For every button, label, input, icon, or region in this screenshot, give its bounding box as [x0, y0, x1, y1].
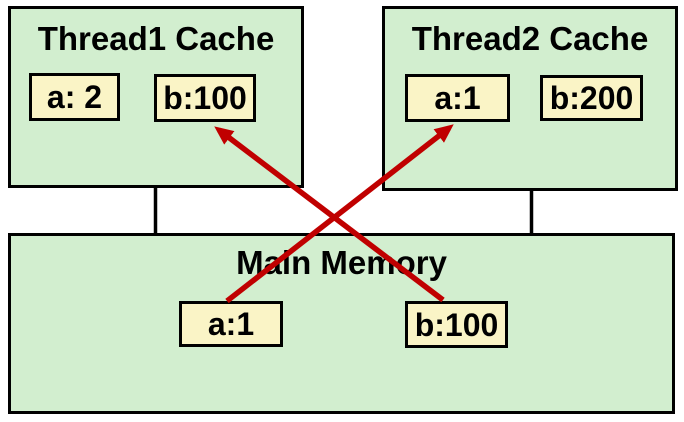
thread1-cache-box: Thread1 Cache a: 2 b:100: [8, 6, 304, 188]
thread2-cache-value-a1: a:1: [405, 74, 510, 122]
thread2-cache-box: Thread2 Cache a:1 b:200: [382, 6, 678, 191]
main-memory-title: Main Memory: [236, 244, 447, 281]
thread1-cache-value-b100: b:100: [154, 74, 256, 122]
main-memory-value-b100: b:100: [405, 301, 508, 348]
thread2-cache-value-a-label: a:1: [434, 80, 481, 116]
thread1-cache-value-a-label: a: 2: [46, 79, 103, 115]
main-memory-value-a1: a:1: [179, 301, 283, 347]
thread1-cache-value-a: a: 2: [29, 73, 120, 121]
thread2-cache-value-b: b:200: [540, 75, 643, 121]
main-memory-box: Main Memory a:1 b:100: [8, 233, 675, 414]
thread1-cache-value-b-label: b:100: [163, 80, 247, 116]
thread2-cache-value-b-label: b:200: [549, 80, 634, 116]
main-memory-value-a-label: a:1: [207, 306, 255, 342]
main-memory-value-b-label: b:100: [414, 306, 499, 343]
thread2-cache-title: Thread2 Cache: [411, 20, 649, 57]
thread1-cache-title: Thread1 Cache: [37, 20, 275, 57]
